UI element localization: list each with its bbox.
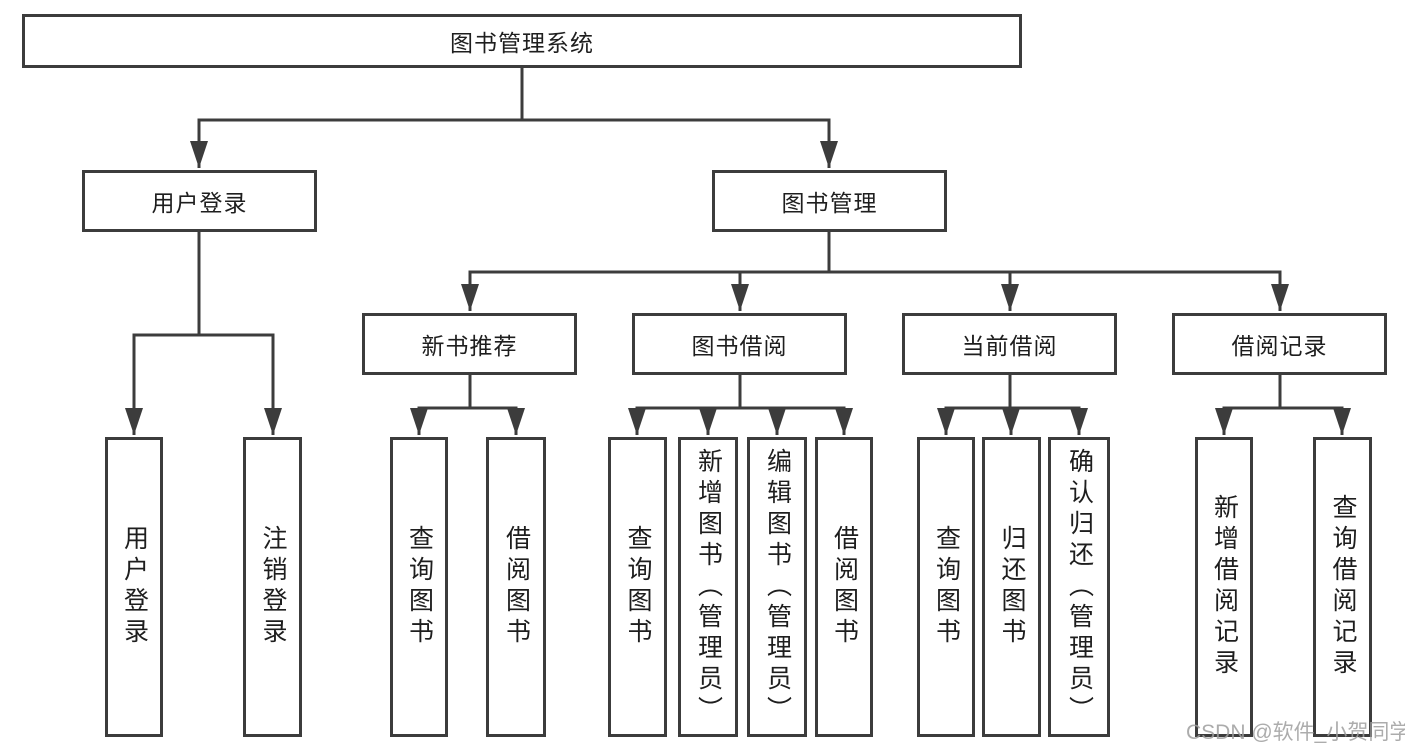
leaf-record-query-record: 查询借阅记录 <box>1313 437 1372 737</box>
node-user-login-branch-label: 用户登录 <box>151 190 248 216</box>
leaf-current-return-book: 归还图书 <box>982 437 1041 737</box>
leaf-current-query-book: 查询图书 <box>917 437 975 737</box>
leaf-user-login: 用户登录 <box>105 437 163 737</box>
leaf-recommend-query-book-label: 查询图书 <box>405 525 434 649</box>
record-split-bar <box>1222 375 1344 410</box>
node-new-book-recommend-label: 新书推荐 <box>421 333 518 359</box>
node-user-login-branch: 用户登录 <box>82 170 317 232</box>
leaf-recommend-query-book: 查询图书 <box>390 437 448 737</box>
node-new-book-recommend: 新书推荐 <box>362 313 577 375</box>
node-root: 图书管理系统 <box>22 14 1022 68</box>
leaf-borrow-edit-book-admin: 编辑图书（管理员） <box>747 437 807 737</box>
leaf-borrow-edit-book-admin-label: 编辑图书（管理员） <box>763 447 792 727</box>
branch-bars <box>132 68 1344 410</box>
book-split-bar <box>468 232 1282 274</box>
leaf-borrow-add-book-admin: 新增图书（管理员） <box>678 437 738 737</box>
leaf-record-add-record-label: 新增借阅记录 <box>1210 494 1239 680</box>
leaf-record-add-record: 新增借阅记录 <box>1195 437 1253 737</box>
leaf-logout: 注销登录 <box>243 437 302 737</box>
leaf-recommend-borrow-book: 借阅图书 <box>486 437 546 737</box>
current-split-bar <box>944 375 1081 410</box>
recommend-split-bar <box>417 375 518 410</box>
leaf-borrow-borrow-book: 借阅图书 <box>815 437 873 737</box>
leaf-user-login-label: 用户登录 <box>120 525 149 649</box>
leaf-current-query-book-label: 查询图书 <box>932 525 961 649</box>
borrow-split-bar <box>635 375 846 410</box>
leaf-current-confirm-return-admin: 确认归还（管理员） <box>1048 437 1110 737</box>
csdn-watermark: CSDN @软件_小贺同学 <box>1186 721 1405 744</box>
arrow-connectors <box>125 120 1351 435</box>
user-split-bar <box>132 232 275 337</box>
leaf-borrow-query-book: 查询图书 <box>608 437 667 737</box>
leaf-current-return-book-label: 归还图书 <box>998 525 1026 649</box>
leaf-recommend-borrow-book-label: 借阅图书 <box>502 525 531 649</box>
leaf-borrow-borrow-book-label: 借阅图书 <box>830 525 859 649</box>
node-current-borrow: 当前借阅 <box>902 313 1117 375</box>
node-current-borrow-label: 当前借阅 <box>961 333 1058 359</box>
node-borrow-record: 借阅记录 <box>1172 313 1387 375</box>
leaf-record-query-record-label: 查询借阅记录 <box>1329 494 1357 680</box>
node-root-label: 图书管理系统 <box>450 30 594 56</box>
node-book-mgmt-branch-label: 图书管理 <box>781 190 878 216</box>
leaf-current-confirm-return-admin-label: 确认归还（管理员） <box>1065 447 1094 727</box>
node-borrow-record-label: 借阅记录 <box>1231 333 1328 359</box>
leaf-borrow-add-book-admin-label: 新增图书（管理员） <box>694 447 723 727</box>
leaf-borrow-query-book-label: 查询图书 <box>624 525 652 649</box>
leaf-logout-label: 注销登录 <box>259 525 287 649</box>
node-book-mgmt-branch: 图书管理 <box>712 170 947 232</box>
node-book-borrow: 图书借阅 <box>632 313 847 375</box>
node-book-borrow-label: 图书借阅 <box>691 333 788 359</box>
root-split-bar <box>197 68 831 122</box>
